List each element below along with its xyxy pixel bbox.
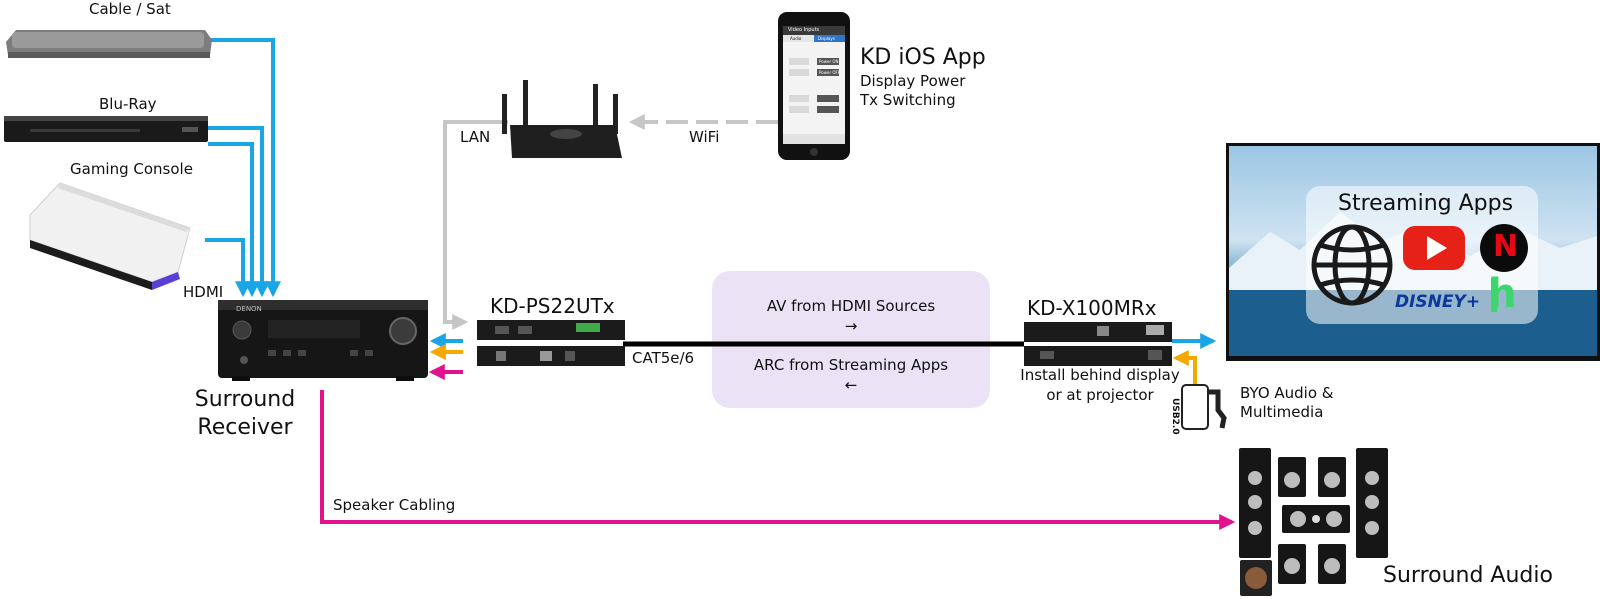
bluray-label: Blu-Ray [99,95,157,113]
cat-cable-label: CAT5e/6 [632,349,695,367]
usb-line1: BYO Audio & [1240,384,1334,402]
phone [778,12,850,160]
app-btn-power-off: Power OFF [819,70,841,75]
usb-port-label: USB2.0 [1170,398,1180,435]
netflix-icon [1480,224,1528,272]
lan-label: LAN [460,128,491,146]
receiver [218,300,428,381]
app-screen-header: Video Inputs [788,27,820,33]
lan-line [443,120,508,330]
app-line2: Tx Switching [860,91,956,109]
receiver-brand: DENON [236,305,262,313]
disney-logo: DISNEY+ [1395,292,1481,312]
router [502,80,622,158]
info-arrow1: → [844,317,858,335]
app-tab-displays: Displays [818,36,835,41]
cable-sat-box [6,30,212,58]
rx-device [1024,322,1172,366]
speaker-cabling-line [320,390,1236,530]
info-line2: ARC from Streaming Apps [753,356,949,374]
netflix-logo: N [1493,229,1519,264]
gaming-console [29,182,191,290]
app-tab-audio: Audio [790,36,802,41]
usb-line2: Multimedia [1240,403,1324,421]
hdmi-label: HDMI [183,283,224,301]
speakers [1239,448,1388,596]
info-box [712,271,990,408]
youtube-icon [1403,226,1465,270]
tv [1226,143,1600,361]
speaker-cabling-label: Speaker Cabling [333,496,456,514]
gaming-console-label: Gaming Console [70,160,193,178]
app-title: KD iOS App [860,45,986,70]
globe-icon [1311,224,1393,306]
bluray-player [4,116,208,142]
rx-name: KD-X100MRx [1027,296,1157,320]
hulu-logo: h [1488,271,1517,317]
receiver-label-line2: Receiver [197,415,293,440]
arc-lines [429,344,1197,395]
rx-note-line2: or at projector [1046,386,1154,404]
tx-name: KD-PS22UTx [490,294,615,318]
receiver-label-line1: Surround [194,387,296,412]
info-arrow2: ← [844,376,858,394]
info-line1: AV from HDMI Sources [766,297,936,315]
transmitter-device [477,320,625,366]
app-btn-power-on: Power ON [819,59,839,64]
wifi-label: WiFi [689,128,720,146]
rx-note-line1: Install behind display [1020,366,1180,384]
cable-sat-label: Cable / Sat [89,0,171,18]
hulu-icon [1491,278,1497,312]
streaming-apps-title: Streaming Apps [1338,191,1514,216]
surround-audio-label: Surround Audio [1383,563,1553,588]
usb-icon [1181,384,1227,430]
hdmi-source-lines [205,38,1217,349]
app-line1: Display Power [860,72,966,90]
